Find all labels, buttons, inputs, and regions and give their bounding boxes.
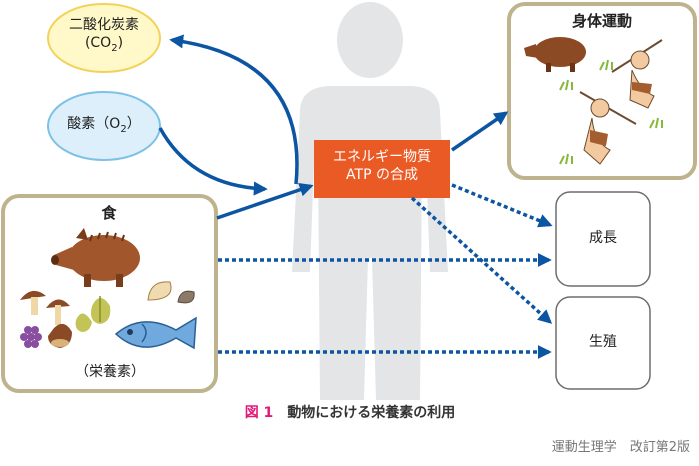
atp-synthesis-text: ATP の合成 [346, 166, 418, 183]
carbon-dioxide-name: 二酸化炭素 [69, 17, 139, 33]
oxygen-suffix: ） [126, 116, 141, 132]
arrow-from-oxygen [158, 127, 268, 196]
figure-number: 図 1 [244, 405, 274, 421]
co2-prefix: (CO [84, 34, 112, 51]
energy-substance-text: エネルギー物質 [333, 149, 431, 165]
chestnut-icon [48, 296, 111, 348]
grass-tuft-icon [559, 59, 663, 165]
arrow-from-food [216, 182, 314, 220]
growth-box [555, 191, 651, 287]
arrow-to-exercise [451, 111, 509, 152]
exercise-title: 身体運動 [571, 12, 632, 30]
source-credit: 運動生理学 改訂第2版 [551, 440, 690, 455]
hunter-with-spear-icon [611, 39, 663, 109]
dotted-arrows [218, 183, 553, 359]
arrow-energy-to-growth [451, 183, 553, 228]
mushroom-icon [20, 290, 70, 325]
figure-caption: 図 1 動物における栄養素の利用 [200, 405, 500, 423]
co2-suffix: ) [117, 34, 124, 51]
arrows [158, 34, 509, 220]
oxygen-ellipse [47, 91, 161, 161]
reproduction-box [555, 296, 651, 390]
clam-icon [147, 281, 195, 304]
growth-label: 成長 [589, 230, 617, 246]
grape-icon [20, 326, 42, 348]
arrow-to-co2 [169, 34, 299, 185]
co2-subscript: 2 [111, 42, 118, 54]
carbon-dioxide-ellipse [47, 3, 161, 73]
hunter-with-spear-icon [579, 91, 637, 165]
energy-label: エネルギー物質 ATP の合成 [314, 149, 450, 184]
wild-boar-icon [524, 37, 586, 72]
food-title: 食 [101, 204, 117, 222]
figure-title: 動物における栄養素の利用 [287, 405, 456, 421]
o2-subscript: 2 [120, 123, 127, 135]
carbon-dioxide-formula: (CO2) [48, 35, 160, 55]
nutrients-label: （栄養素） [75, 364, 145, 380]
wild-boar-icon [51, 228, 140, 287]
human-silhouette [292, 2, 448, 400]
energy-box [314, 140, 450, 198]
carbon-dioxide-label: 二酸化炭素 (CO2) [48, 17, 160, 55]
reproduction-label: 生殖 [589, 334, 617, 350]
oxygen-prefix: 酸素（O [67, 116, 121, 132]
oxygen-label: 酸素（O2） [48, 116, 160, 136]
fish-icon [114, 316, 197, 350]
